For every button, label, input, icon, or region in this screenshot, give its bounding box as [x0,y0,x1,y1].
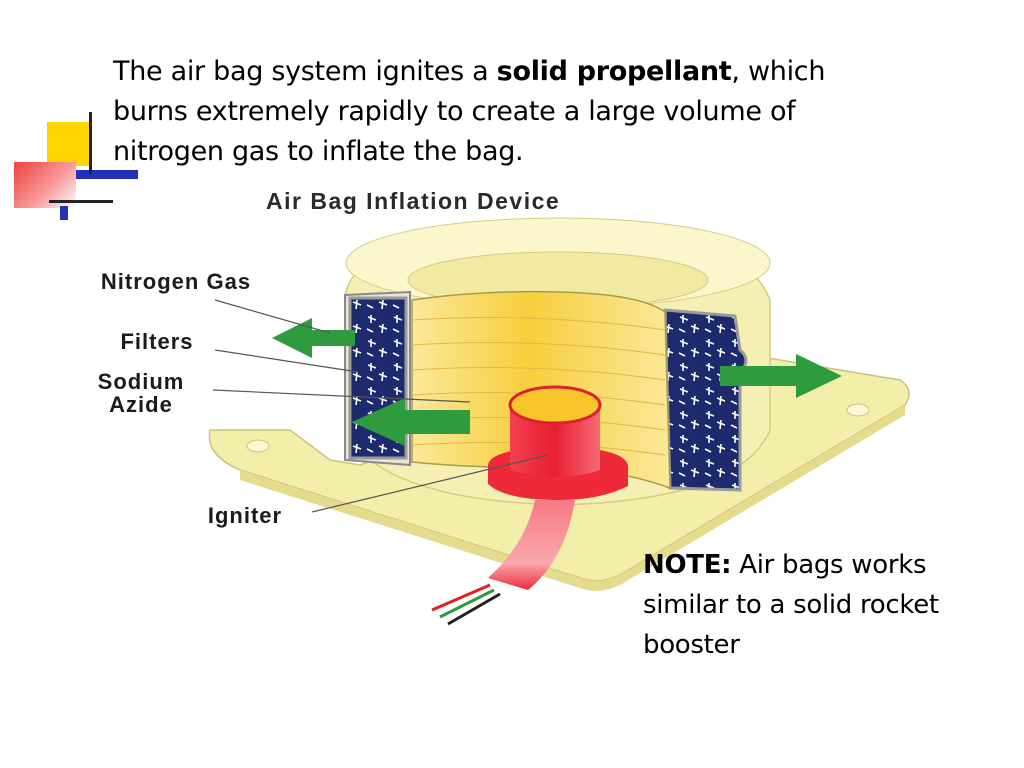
igniter-wires [431,583,501,626]
label-sodium-azide: Sodium Azide [97,369,185,417]
deco-vertical-line [89,112,92,174]
arrow-left-bottom [352,398,470,446]
label-filters: Filters [120,329,194,354]
body-text-part2: , which burns extremely rapidly to creat… [113,56,826,167]
deco-blue-bar [70,170,138,179]
gas-arrows [272,318,842,446]
arrow-right [720,354,842,398]
filter-right [663,308,748,492]
igniter-top [508,385,602,425]
deco-yellow-square [47,122,91,166]
label-nitrogen-gas: Nitrogen Gas [100,269,252,294]
body-text-part1: The air bag system ignites a [113,56,497,87]
note-label: NOTE: [643,550,732,580]
mount-hole-left [246,439,270,453]
mount-hole-right [846,403,870,417]
arrow-left-top [272,318,355,358]
deco-horizontal-line [49,200,113,203]
label-igniter: Igniter [207,503,283,528]
body-text-bold: solid propellant [496,56,732,87]
leader-lines [212,299,549,513]
deco-blue-dot [60,206,68,220]
igniter-wire-tube [488,500,575,590]
note-body: Air bags works similar to a solid rocket… [643,550,939,660]
note-paragraph: NOTE: Air bags works similar to a solid … [643,545,1003,665]
body-paragraph: The air bag system ignites a solid prope… [113,52,853,172]
diagram-title: Air Bag Inflation Device [266,188,561,214]
